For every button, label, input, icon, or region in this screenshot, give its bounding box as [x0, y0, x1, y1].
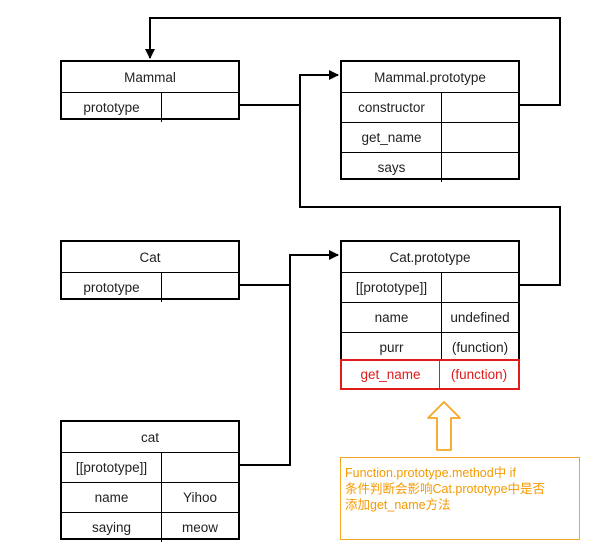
mammal-prototype-value-constructor [442, 93, 518, 122]
note-line-3: 添加get_name方法 [345, 498, 451, 512]
cat-prototype-value-purr: (function) [451, 340, 509, 355]
note-line-2: 条件判断会影响Cat.prototype中是否 [345, 482, 546, 496]
mammal-prototype-key-constructor: constructor [342, 93, 442, 122]
cat-instance-value-saying: meow [181, 520, 218, 535]
cat-prototype-row-proto: [[prototype]] [342, 272, 518, 302]
mammal-prototype-box: Mammal.prototype constructor get_name sa… [340, 60, 520, 182]
mammal-prototype-value-get-name [442, 123, 518, 152]
cat-prototype-row-purr: purr (function) [342, 332, 518, 362]
mammal-prototype-title: Mammal.prototype [374, 69, 486, 85]
mammal-title: Mammal [124, 69, 176, 85]
cat-prototype-value-name: undefined [450, 310, 510, 325]
mammal-prototype-arrow [200, 70, 339, 106]
cat-prototype-value-get-name: (function) [450, 367, 508, 382]
mammal-row-prototype: prototype [62, 92, 238, 122]
cat-instance-row-name: name Yihoo [62, 482, 238, 512]
mammal-prototype-row-get-name: get_name [342, 122, 518, 152]
cat-prototype-row-get-name-highlight: get_name (function) [340, 359, 520, 390]
cat-row-prototype: prototype [62, 272, 238, 302]
note-line-1: Function.prototype.method中 if [345, 466, 516, 480]
annotation-note: Function.prototype.method中 if 条件判断会影响Cat… [340, 457, 580, 540]
cat-prototype-value-proto [442, 273, 518, 302]
cat-proto-chain-line [299, 105, 561, 286]
mammal-prototype-key-get-name: get_name [342, 123, 442, 152]
cat-prototype-key-get-name: get_name [342, 361, 440, 388]
cat-instance-proto-line [240, 255, 291, 466]
cat-instance-key-name: name [62, 483, 162, 512]
hollow-up-arrow-icon [427, 401, 461, 451]
cat-prototype-key-proto: [[prototype]] [342, 273, 442, 302]
constructor-to-mammal-arrow [145, 17, 561, 106]
mammal-value-prototype [162, 93, 238, 122]
mammal-prototype-key-says: says [342, 153, 442, 182]
cat-instance-value-proto [162, 453, 238, 482]
mammal-prototype-value-says [442, 153, 518, 182]
cat-instance-title: cat [140, 429, 159, 445]
cat-key-prototype: prototype [62, 273, 162, 302]
cat-prototype-key-name: name [342, 303, 442, 332]
cat-title: Cat [139, 249, 161, 265]
cat-prototype-row-name: name undefined [342, 302, 518, 332]
mammal-prototype-row-constructor: constructor [342, 92, 518, 122]
cat-box: Cat prototype [60, 240, 240, 302]
mammal-box: Mammal prototype [60, 60, 240, 122]
cat-instance-key-proto: [[prototype]] [62, 453, 162, 482]
cat-prototype-title: Cat.prototype [389, 249, 471, 265]
cat-instance-key-saying: saying [62, 513, 162, 542]
mammal-prototype-row-says: says [342, 152, 518, 182]
mammal-key-prototype: prototype [62, 93, 162, 122]
cat-prototype-key-purr: purr [342, 333, 442, 362]
cat-instance-row-proto: [[prototype]] [62, 452, 238, 482]
cat-instance-value-name: Yihoo [182, 490, 218, 505]
cat-value-prototype [162, 273, 238, 302]
cat-instance-row-saying: saying meow [62, 512, 238, 542]
cat-instance-box: cat [[prototype]] name Yihoo saying meow [60, 420, 240, 542]
